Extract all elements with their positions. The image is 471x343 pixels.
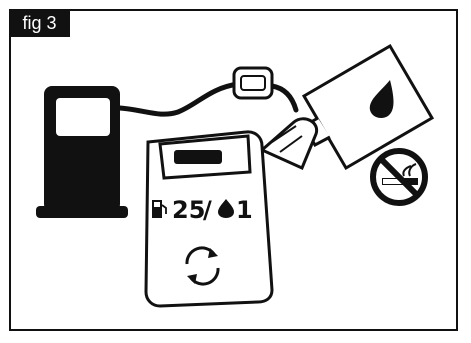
can-spout — [262, 119, 317, 168]
ratio-fuel-value: 25 — [172, 196, 205, 224]
ratio-oil-value: 1 — [236, 196, 253, 224]
no-smoking-icon — [373, 151, 425, 203]
ratio-separator: / — [203, 196, 212, 224]
fuel-pump — [36, 86, 128, 218]
oil-container — [304, 46, 432, 168]
hose-nozzle — [234, 68, 272, 98]
